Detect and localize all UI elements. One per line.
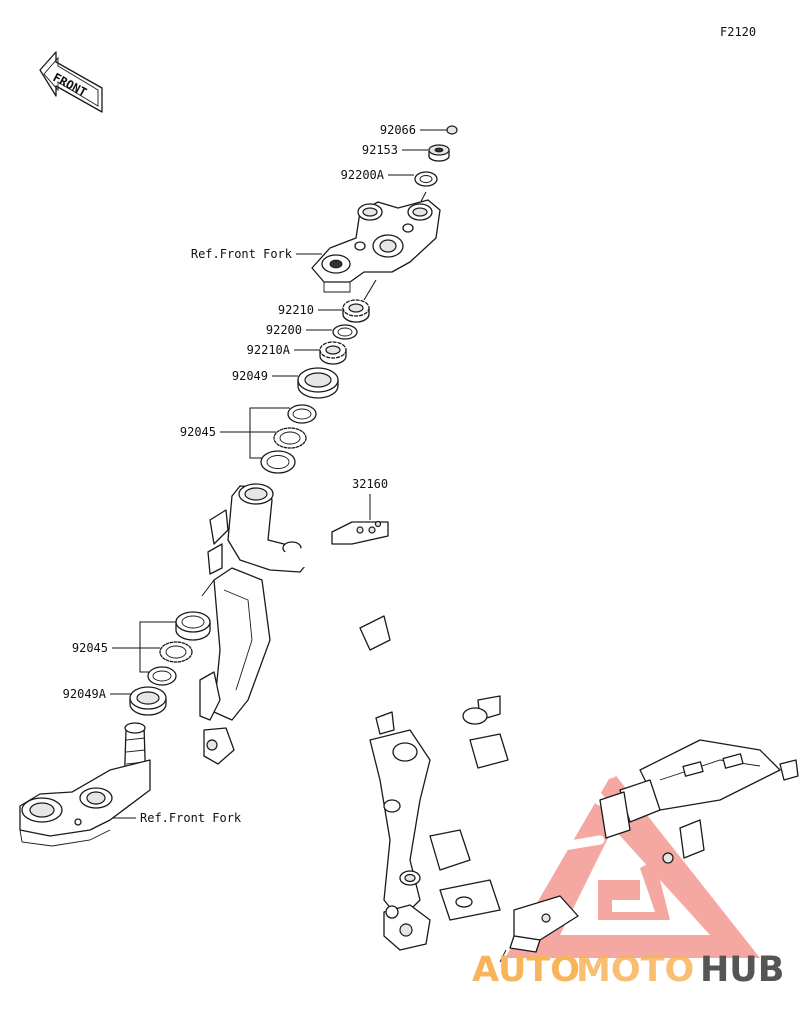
part-92045-lower-bearing bbox=[112, 579, 215, 686]
label-32160: 32160 bbox=[352, 477, 388, 491]
label-92200: 92200 bbox=[266, 323, 302, 337]
label-92210: 92210 bbox=[278, 303, 314, 317]
part-92210A-nut bbox=[294, 341, 347, 365]
label-92210A: 92210A bbox=[247, 343, 291, 357]
label-92045-bottom: 92045 bbox=[72, 641, 108, 655]
watermark-inner-mark-icon bbox=[598, 860, 670, 920]
part-92045-upper-bearing bbox=[220, 404, 317, 474]
part-92153-nut bbox=[402, 144, 450, 162]
upper-triple-clamp bbox=[311, 199, 441, 301]
watermark-text-2: MOTO bbox=[576, 950, 694, 990]
label-ref-front-fork-top: Ref.Front Fork bbox=[191, 247, 293, 261]
label-ref-front-fork-bottom: Ref.Front Fork bbox=[140, 811, 242, 825]
part-92049-seal bbox=[272, 367, 339, 399]
diagram-code: F2120 bbox=[720, 25, 756, 39]
part-92066-cap bbox=[420, 125, 458, 135]
label-92066: 92066 bbox=[380, 123, 416, 137]
lower-triple-clamp-stem bbox=[19, 722, 151, 847]
part-92210-nut bbox=[318, 299, 370, 323]
label-92153: 92153 bbox=[362, 143, 398, 157]
watermark-text-3: HUB bbox=[700, 950, 784, 990]
label-92049A: 92049A bbox=[63, 687, 107, 701]
frame-body bbox=[199, 483, 799, 963]
part-92049A-seal bbox=[110, 686, 167, 716]
label-92200A: 92200A bbox=[341, 168, 385, 182]
watermark-wordmark: AUTO MOTO HUB bbox=[472, 950, 784, 990]
part-92200-washer bbox=[306, 324, 358, 340]
front-direction-arrow: FRONT bbox=[39, 51, 103, 113]
label-92049: 92049 bbox=[232, 369, 268, 383]
watermark-text-1: AUTO bbox=[472, 950, 580, 990]
label-92045-top: 92045 bbox=[180, 425, 216, 439]
